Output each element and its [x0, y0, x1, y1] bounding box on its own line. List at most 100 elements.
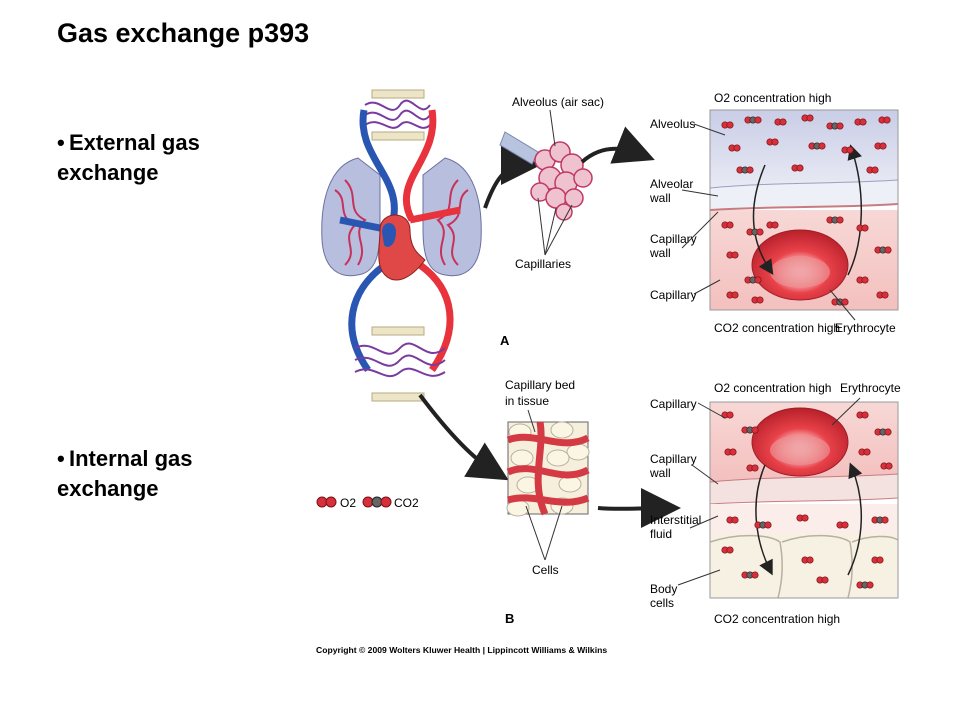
fluid-label: fluid — [650, 527, 672, 541]
wall-label: wall — [649, 191, 671, 205]
panel-a-side-labels: Alveolus Alveolar wall Capillary wall Ca… — [649, 117, 697, 302]
o2-molecule — [727, 252, 738, 258]
o2-molecule — [867, 167, 878, 173]
o2-molecule — [747, 465, 758, 471]
o2-concentration-high-label: O2 concentration high — [714, 381, 831, 395]
capillary-label: Capillary — [650, 397, 697, 411]
o2-molecule — [767, 222, 778, 228]
cells-label: cells — [650, 596, 674, 610]
co2-molecule — [827, 123, 843, 129]
o2-molecule — [859, 449, 870, 455]
o2-molecule — [879, 117, 890, 123]
panel-b-letter: B — [505, 611, 514, 626]
co2-molecule — [875, 429, 891, 435]
co2-molecule — [857, 582, 873, 588]
o2-molecule — [727, 292, 738, 298]
o2-molecule — [817, 577, 828, 583]
interstitial-label: Interstitial — [650, 513, 701, 527]
leader-line — [550, 110, 555, 146]
o2-molecule — [725, 449, 736, 455]
arrow-to-detail-b — [598, 508, 665, 509]
alveolus-cluster — [500, 132, 592, 220]
capillaries-label: Capillaries — [515, 257, 571, 271]
o2-molecule — [872, 557, 883, 563]
o2-molecule — [877, 292, 888, 298]
arrow-to-alveolus — [485, 165, 525, 208]
erythrocyte-label: Erythrocyte — [835, 321, 896, 335]
copyright-text: Copyright © 2009 Wolters Kluwer Health |… — [316, 645, 607, 655]
body-label: Body — [650, 582, 677, 596]
o2-molecule — [792, 165, 803, 171]
o2-molecule — [752, 297, 763, 303]
gas-exchange-figure: Alveolus (air sac) Capillaries A O2 conc… — [300, 80, 910, 665]
circulation-schematic — [322, 90, 481, 401]
o2-molecule — [802, 557, 813, 563]
co2-molecule — [827, 217, 843, 223]
bullet-dot: • — [57, 128, 65, 158]
co2-molecule — [755, 522, 771, 528]
tissue-capillary-bed — [507, 422, 589, 516]
capillary-label: Capillary — [650, 232, 697, 246]
tissue-cell — [567, 444, 589, 460]
co2-molecule — [747, 229, 763, 235]
bullet-dot: • — [57, 444, 65, 474]
upper-body-capillaries — [365, 90, 430, 140]
lower-body-capillaries — [355, 327, 445, 401]
alveolar-label: Alveolar — [650, 177, 693, 191]
co2-molecule — [872, 517, 888, 523]
co2-concentration-high-label: CO2 concentration high — [714, 321, 840, 335]
co2-molecule — [745, 117, 761, 123]
o2-molecule — [837, 522, 848, 528]
detail-panel-a — [710, 110, 898, 310]
alveolus-label: Alveolus — [650, 117, 695, 131]
co2-legend-label: CO2 — [394, 496, 419, 510]
o2-molecule — [857, 225, 868, 231]
co2-concentration-high-label: CO2 concentration high — [714, 612, 840, 626]
arrow-to-detail-a — [582, 149, 640, 162]
tissue-cell — [547, 450, 569, 466]
wall-label: wall — [649, 246, 671, 260]
co2-molecule — [745, 277, 761, 283]
co2-molecule — [875, 247, 891, 253]
o2-molecule — [875, 143, 886, 149]
slide-title: Gas exchange p393 — [57, 18, 309, 49]
o2-molecule — [881, 463, 892, 469]
o2-molecule — [722, 222, 733, 228]
o2-molecule — [855, 119, 866, 125]
detail-panel-b — [710, 402, 898, 598]
wall-label: wall — [649, 466, 671, 480]
o2-molecule — [729, 145, 740, 151]
o2-molecule — [802, 115, 813, 121]
in-tissue-label: in tissue — [505, 394, 549, 408]
capillary-label: Capillary — [650, 452, 697, 466]
co2-molecule — [737, 167, 753, 173]
o2-molecule — [727, 517, 738, 523]
molecule-legend: O2 CO2 — [317, 496, 419, 510]
o2-concentration-high-label: O2 concentration high — [714, 91, 831, 105]
panel-a-letter: A — [500, 333, 510, 348]
panel-b-side-labels: Capillary Capillary wall Interstitial fl… — [649, 397, 701, 610]
o2-molecule — [722, 547, 733, 553]
arrow-to-tissue — [420, 395, 495, 472]
o2-molecule — [857, 277, 868, 283]
o2-molecule — [767, 139, 778, 145]
cells-label: Cells — [532, 563, 559, 577]
capillary-label: Capillary — [650, 288, 697, 302]
tissue-cell — [511, 450, 533, 466]
bronchiole — [500, 132, 538, 164]
tissue-cell — [551, 422, 573, 438]
alveolus-air-sac-label: Alveolus (air sac) — [512, 95, 604, 109]
co2-molecule — [809, 143, 825, 149]
o2-molecule — [797, 515, 808, 521]
o2-molecule — [842, 147, 853, 153]
o2-molecule — [775, 119, 786, 125]
co2-molecule — [742, 572, 758, 578]
o2-molecule — [722, 122, 733, 128]
o2-legend-label: O2 — [340, 496, 356, 510]
erythrocyte-label: Erythrocyte — [840, 381, 901, 395]
capillary-bed-label: Capillary bed — [505, 378, 575, 392]
co2-molecule — [742, 427, 758, 433]
o2-molecule — [857, 412, 868, 418]
